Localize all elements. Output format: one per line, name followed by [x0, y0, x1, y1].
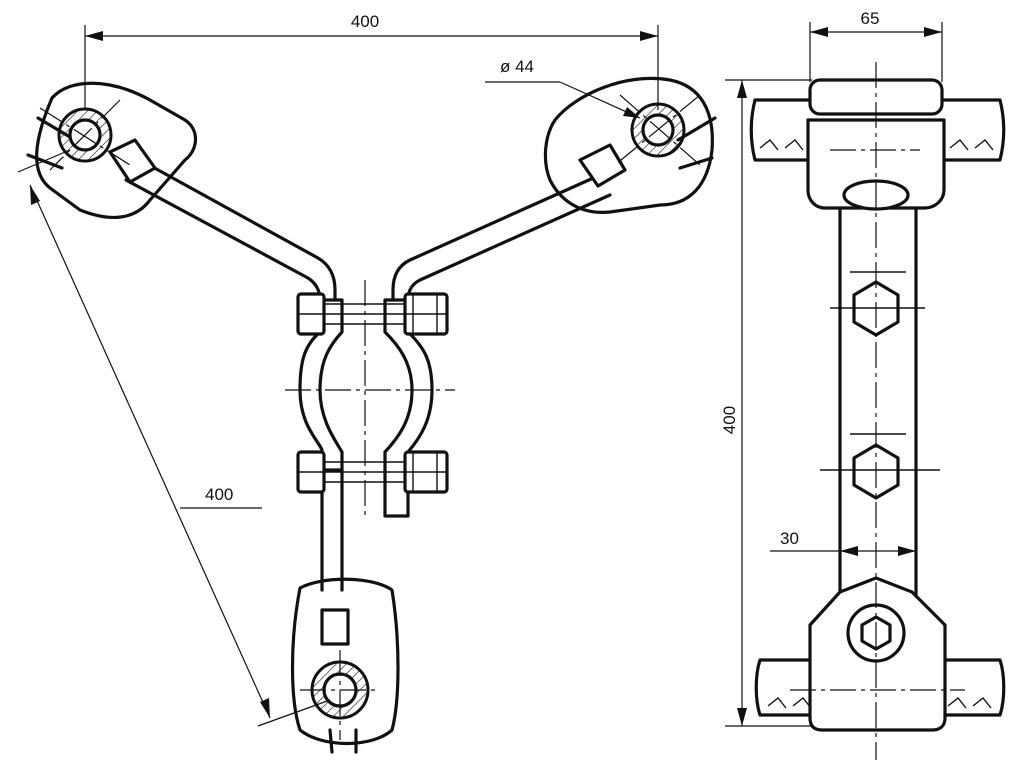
side-width-label: 65	[861, 9, 880, 28]
right-link	[578, 143, 627, 188]
dimension-side-width: 65	[809, 9, 943, 82]
dimension-side-height: 400	[720, 79, 812, 727]
upper-right-clamp	[543, 76, 717, 214]
dimension-top-width: 400	[84, 12, 659, 110]
lower-bolt	[296, 450, 449, 494]
center-clamp	[298, 298, 434, 592]
upper-bolt	[296, 292, 449, 336]
side-height-label: 400	[720, 406, 739, 434]
side-center-lines	[790, 62, 965, 760]
front-view: 400 ø 44 400	[17, 12, 717, 754]
dimension-diagonal: 400	[17, 149, 331, 727]
diagonal-label: 400	[205, 485, 233, 504]
bottom-clamp-side	[754, 576, 1006, 732]
left-link	[108, 138, 157, 184]
bottom-link	[320, 608, 350, 646]
strap	[820, 206, 940, 602]
dimension-diameter: ø 44	[485, 57, 641, 119]
strap-width-label: 30	[780, 529, 799, 548]
diameter-label: ø 44	[500, 57, 534, 76]
dimension-strap-width: 30	[770, 529, 916, 556]
top-width-label: 400	[351, 12, 379, 31]
side-view: 65 400 30	[720, 9, 1006, 760]
front-center-lines	[39, 94, 701, 740]
